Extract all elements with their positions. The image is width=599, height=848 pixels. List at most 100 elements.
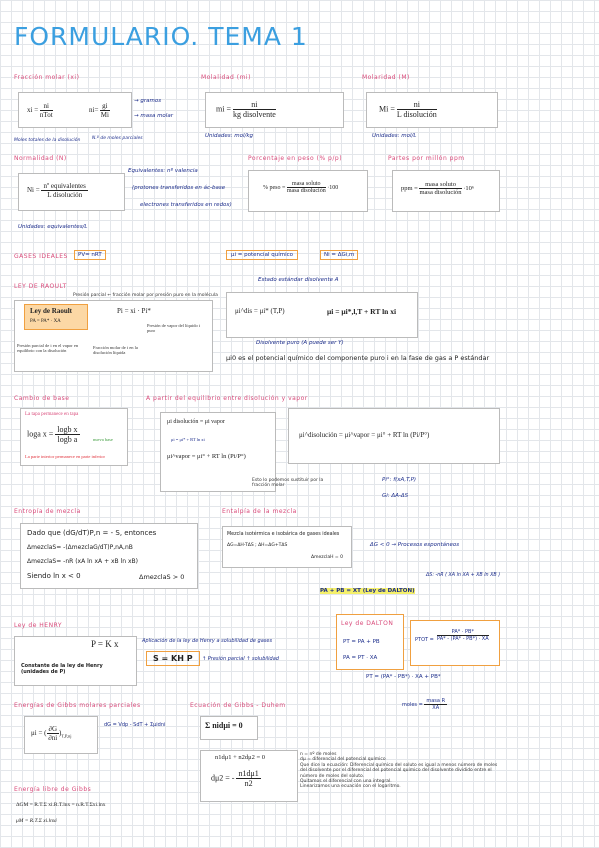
heading-gases-ideales: GASES IDEALES bbox=[14, 253, 68, 260]
heading-normalidad: Normalidad (N) bbox=[14, 155, 67, 162]
molar-num: masa R bbox=[424, 698, 448, 705]
cambio-base-nueva: nueva base bbox=[93, 437, 113, 442]
gibbs-sub: T,P,nj bbox=[61, 733, 72, 739]
equilibrio-r2: Gi: ΔA-ΔS bbox=[382, 493, 409, 499]
dalton-l2: PA = PT · XA bbox=[343, 655, 378, 661]
entalpia-r1: ΔG < 0 → Procesos espontáneos bbox=[370, 542, 460, 548]
heading-entropia: Entropía de mezcla bbox=[14, 508, 81, 515]
Mi-num: ni bbox=[396, 100, 437, 110]
Ni-den: L disolución bbox=[47, 191, 83, 199]
gibbs-duhem-n5: Linearizamos una ecuación con el logarit… bbox=[300, 784, 401, 790]
def-potencial-quimico: μi = potencial químico bbox=[226, 250, 298, 260]
henry-boxed: S = KH P bbox=[146, 651, 200, 666]
entropia-l3: ΔmezclaS= -nR (xA ln xA + xB ln xB) bbox=[27, 558, 138, 565]
Mi-den: L disolución bbox=[396, 110, 437, 119]
ppm-num: masa soluto bbox=[419, 181, 462, 189]
box-equilibrio-big: μi^disolución = μi^vapor = μi° + RT ln (… bbox=[288, 408, 500, 464]
ppm-den: masa disolución bbox=[419, 189, 462, 196]
gibbs-duhem-n3: Que dice la ecuación: Diferencial químic… bbox=[300, 762, 498, 779]
peso-num: masa soluto bbox=[286, 181, 326, 188]
molar-den: XA bbox=[432, 705, 440, 711]
ptot-den: PA* - (PA* - PB*) · XA bbox=[437, 636, 489, 642]
equilibrio-note: Esto lo podemos sustituir por la fracció… bbox=[252, 478, 324, 489]
heading-molalidad: Molalidad (mi) bbox=[201, 74, 251, 81]
note-gramos: → gramos bbox=[134, 98, 162, 104]
entropia-l1: Dado que (dG/dT)P,n = - S, entonces bbox=[27, 529, 157, 537]
xi-den: nTot bbox=[39, 111, 53, 119]
peso-mult: ·100 bbox=[327, 184, 339, 191]
ni-den: Mi bbox=[100, 111, 109, 119]
gibbs-num: ∂G bbox=[46, 725, 60, 734]
units-molaridad: Unidades: mol/L bbox=[372, 133, 417, 139]
heading-cambio-base: Cambio de base bbox=[14, 395, 70, 402]
box-cambio-base: La tapa permanece en tapa loga x = logb … bbox=[20, 408, 128, 466]
disolvente-puro-label: Disolvente puro (A puede ser Y) bbox=[256, 340, 344, 346]
gibbs-duhem-f2-den: n2 bbox=[244, 779, 253, 788]
box-ptot: PTOT = PA* · PB*PA* - (PA* - PB*) · XA bbox=[410, 620, 500, 666]
cambio-base-l2: La parte interior permanece en parte inf… bbox=[25, 454, 105, 459]
Ni-label: Ni = bbox=[27, 186, 40, 195]
heading-gibbs-duhem: Ecuación de Gibbs - Duhem bbox=[190, 702, 286, 709]
equilibrio-f3: μi^vapor = μi° + RT ln (Pi/P°) bbox=[167, 453, 246, 460]
page-title: FORMULARIO. TEMA 1 bbox=[14, 22, 308, 51]
raoult-formula: Pi = xi · Pi* bbox=[117, 307, 151, 315]
mu-std-f2: μi = μi*,l,T + RT ln xi bbox=[327, 307, 397, 316]
box-gibbs-molares: μi = (∂G∂ni)T,P,nj bbox=[24, 716, 98, 754]
raoult-sub: PA = PA* · XA bbox=[30, 319, 61, 324]
heading-henry: Ley de HENRY bbox=[14, 622, 63, 629]
units-normalidad: Unidades: equivalentes/L bbox=[18, 224, 88, 230]
gibbs-duhem-n2: dμ = diferencial del potencial químico bbox=[300, 757, 386, 763]
entropia-l2: ΔmezclaS= -(ΔmezclaG/dT)P,nA,nB bbox=[27, 544, 133, 551]
ptot-num: PA* · PB* bbox=[437, 629, 489, 636]
heading-fraccion-molar: Fracción molar (xi) bbox=[14, 74, 80, 81]
mi-label: mi = bbox=[216, 104, 231, 114]
gibbs-den: ∂ni bbox=[48, 734, 58, 742]
gibbs-duhem-formula: Σ nidμi = 0 bbox=[205, 721, 243, 730]
note-moles-totales: Moles totales de la disolución bbox=[14, 138, 81, 143]
raoult-note-right: Presión de vapor del líquido i puro bbox=[147, 323, 201, 334]
heading-dalton: Ley de DALTON bbox=[341, 620, 394, 627]
estado-estandar-label: Estado estándar disolvente A bbox=[258, 277, 339, 283]
cambio-base-num: logb x bbox=[55, 425, 80, 435]
peso-label: % peso = bbox=[263, 184, 286, 191]
equilibrio-big: μi^disolución = μi^vapor = μi° + RT ln (… bbox=[299, 431, 430, 439]
heading-molaridad: Molaridad (M) bbox=[362, 74, 410, 81]
raoult-note-left: Presión parcial de i en el vapor en equi… bbox=[17, 343, 79, 354]
box-henry: P = K x Constante de la ley de Henry (un… bbox=[14, 636, 137, 686]
note-moles-parciales: N.º de moles parciales bbox=[92, 136, 143, 141]
gibbs-duhem-f1: n1dμ1 + n2dμ2 = 0 bbox=[215, 754, 266, 761]
entalpia-l2: ΔG=ΔH-TΔS ; ΔH=ΔG+TΔS bbox=[227, 543, 288, 548]
equilibrio-f2: μi = μi* + RT ln xi bbox=[171, 437, 205, 442]
xi-label: xi = bbox=[27, 106, 39, 115]
gibbs-duhem-f2-lhs: dμ2 = - bbox=[211, 773, 235, 783]
henry-formula: P = K x bbox=[91, 639, 119, 649]
henry-hand: Aplicación de la ley de Henry a solubili… bbox=[142, 638, 273, 644]
ptot-lhs: PTOT = bbox=[415, 637, 434, 643]
heading-entalpia: Entalpía de la mezcla bbox=[222, 508, 297, 515]
Ni-num: nº equivalentes bbox=[41, 182, 88, 191]
henry-hand2: ↑ Presión parcial ↑ solubilidad bbox=[202, 656, 279, 662]
eq-gases-ideales: PV= nRT bbox=[74, 250, 106, 260]
equivalentes-title: Equivalentes: nº valencia bbox=[128, 168, 198, 174]
heading-energia-libre: Energía libre de Gibbs bbox=[14, 786, 92, 793]
dalton-below: PT = (PA* - PB*) · XA + PB* bbox=[366, 674, 441, 680]
equivalentes-electrones: electrones transferidos en redox) bbox=[140, 202, 232, 208]
heading-gibbs-molares: Energías de Gibbs molares parciales bbox=[14, 702, 141, 709]
molar-lhs: moles = bbox=[402, 702, 423, 708]
box-dalton: Ley de DALTON PT = PA + PB PA = PT · XA bbox=[336, 614, 404, 670]
dalton-l1: PT = PA + PB bbox=[343, 639, 380, 645]
entalpia-l3: ΔmezclaH = 0 bbox=[311, 555, 343, 560]
gibbs-duhem-f2-num: n1dμ1 bbox=[236, 769, 261, 779]
ni-label: ni= bbox=[89, 106, 99, 115]
entalpia-r2: ΔS: -nR ( XA ln XA + XB ln XB ) bbox=[426, 573, 501, 578]
dalton-line: PA + PB = XT (Ley de DALTON) bbox=[320, 588, 415, 594]
entropia-l4: Siendo ln x < 0 bbox=[27, 572, 81, 580]
heading-porcentaje: Porcentaje en peso (% p/p) bbox=[248, 155, 343, 162]
raoult-top-note: Presión parcial ← fracción molar por pre… bbox=[73, 293, 218, 298]
box-mu-standard: μi^dis = μi* (T,P) μi = μi*,l,T + RT ln … bbox=[226, 292, 418, 338]
